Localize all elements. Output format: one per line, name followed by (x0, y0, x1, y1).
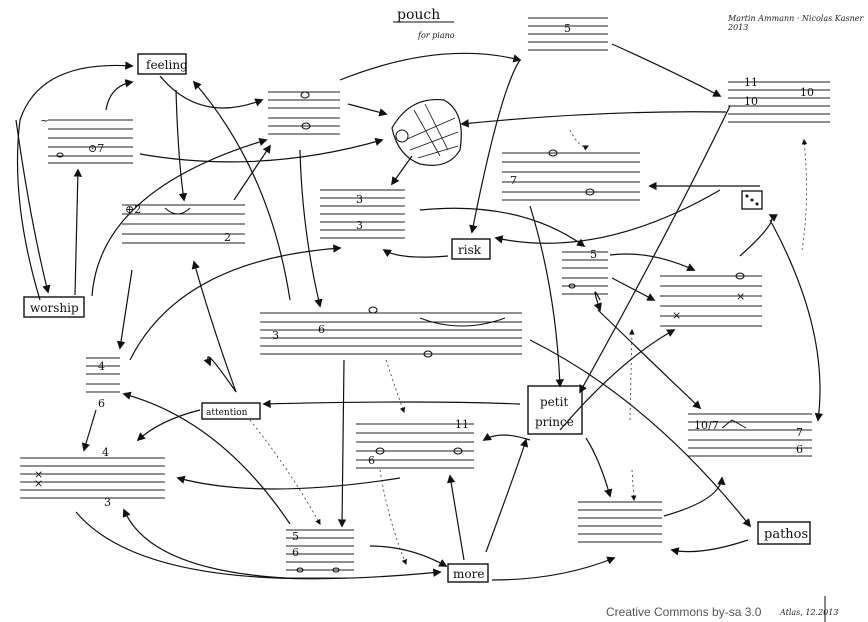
signature-bottom: Atlas, 12.2013 (780, 608, 839, 617)
svg-text:attention: attention (206, 408, 248, 418)
mark-8: 5 (564, 22, 571, 35)
notehead (453, 447, 463, 455)
notehead (301, 122, 311, 130)
mark-18: 5 (292, 530, 299, 543)
staff-center-long (260, 312, 522, 355)
notehead (56, 152, 64, 158)
notehead (300, 91, 310, 99)
mark-9: 11 (744, 76, 758, 89)
license-text: Creative Commons by-sa 3.0 (606, 605, 762, 619)
subtitle: for piano (417, 31, 455, 40)
mark-16: 11 (455, 418, 469, 431)
staff-upper-right-center (502, 152, 640, 201)
staff-left-middle (122, 204, 245, 244)
staff-bottom-left (20, 457, 165, 499)
staff-right-middle (562, 251, 608, 295)
mark-7: 7 (510, 174, 517, 187)
mark-11: 10 (800, 86, 814, 99)
svg-text:prince: prince (535, 415, 574, 429)
mark-15: 3 (104, 496, 111, 509)
notehead (735, 272, 745, 280)
mark-24: 5 (590, 248, 597, 261)
mark-21: 6 (796, 443, 803, 456)
mark-1: ~ (40, 114, 49, 127)
notehead (375, 447, 385, 455)
mark-13: 6 (98, 397, 105, 410)
cross-mark: × (34, 468, 43, 481)
node-feeling: feeling (137, 53, 188, 75)
mark-19: 6 (292, 546, 299, 559)
svg-text:petit: petit (540, 395, 568, 409)
notehead (568, 283, 576, 289)
node-pathos: pathos (757, 521, 811, 545)
mark-20: 7 (796, 426, 803, 439)
mark-12: 4 (98, 360, 105, 373)
notehead (423, 350, 433, 358)
svg-text:more: more (453, 567, 484, 581)
node-more: more (447, 563, 489, 583)
signature-top: Martin Ammann · Nicolas Kasner 2013 (728, 14, 864, 32)
mark-6: 3 (356, 219, 363, 232)
slur-mark (164, 207, 191, 215)
staff-bottom-small (286, 529, 354, 579)
notehead (332, 567, 340, 573)
staff-right-bottom (688, 413, 812, 457)
shell-drawing (391, 98, 462, 166)
mark-17: 6 (368, 454, 375, 467)
cross-mark: × (736, 290, 745, 303)
staff-left-small (86, 357, 120, 393)
staff-center (320, 189, 405, 239)
cross-mark: × (34, 477, 43, 490)
staff-bottom-right-center (578, 501, 662, 543)
node-petit-prince: petit prince (527, 385, 583, 435)
staff-top-right (728, 81, 830, 123)
dice-icon (741, 190, 763, 210)
svg-text:risk: risk (458, 243, 482, 257)
notehead (368, 306, 378, 314)
accent-mark (721, 419, 747, 429)
mark-25: 6 (318, 323, 325, 336)
notehead (296, 567, 304, 573)
connection-arrows (15, 43, 824, 581)
mark-14: 4 (102, 446, 109, 459)
staff-top-center (528, 17, 608, 51)
mark-23: 3 (272, 329, 279, 342)
node-risk: risk (451, 238, 491, 260)
notehead (585, 188, 595, 196)
svg-text:worship: worship (30, 301, 79, 315)
mark-5: 3 (356, 193, 363, 206)
mark-4: 2 (224, 231, 231, 244)
mark-2: ⊙7 (88, 142, 104, 155)
slur-mark (419, 317, 506, 327)
mark-22: 10/7 (694, 419, 719, 432)
node-worship: worship (23, 296, 85, 318)
notehead (548, 149, 558, 157)
dotted-connections (249, 129, 808, 566)
node-attention: attention (201, 402, 261, 420)
staff-right (660, 275, 762, 327)
cross-mark: × (672, 309, 681, 322)
svg-text:pathos: pathos (764, 527, 808, 542)
title: pouch (397, 7, 440, 23)
svg-text:feeling: feeling (146, 58, 188, 72)
mark-10: 10 (744, 95, 758, 108)
